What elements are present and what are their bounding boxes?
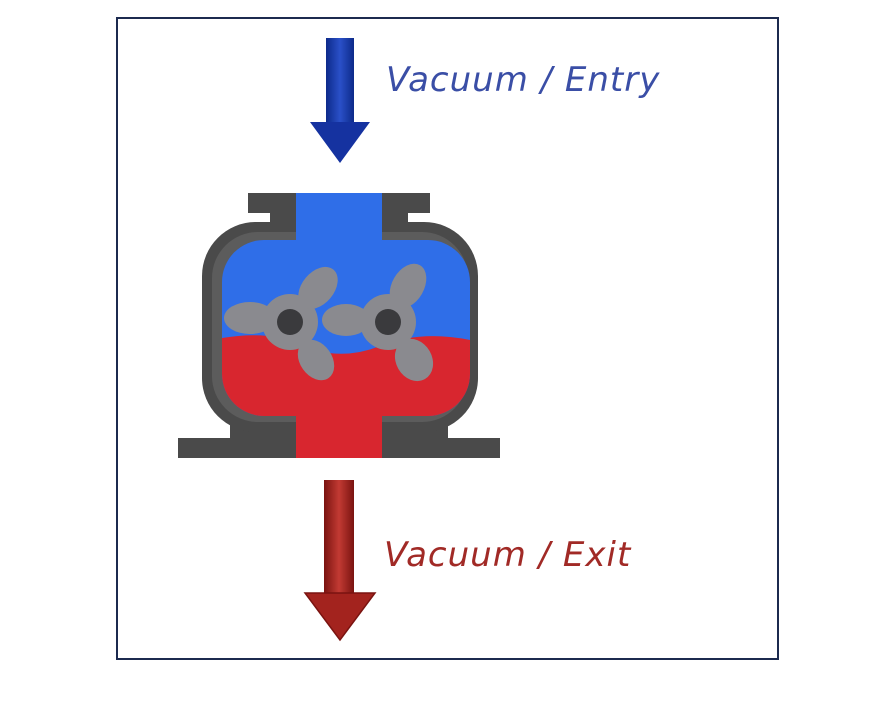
pump-icon (178, 193, 500, 458)
inlet-channel (296, 193, 382, 253)
left-rotor-icon (224, 266, 338, 381)
outlet-channel (296, 400, 382, 458)
right-rotor-icon (322, 263, 434, 382)
exit-arrow-icon (303, 480, 377, 642)
entry-label: Vacuum / Entry (386, 60, 661, 100)
entry-arrow-icon (310, 38, 370, 163)
exit-label: Vacuum / Exit (384, 535, 632, 575)
